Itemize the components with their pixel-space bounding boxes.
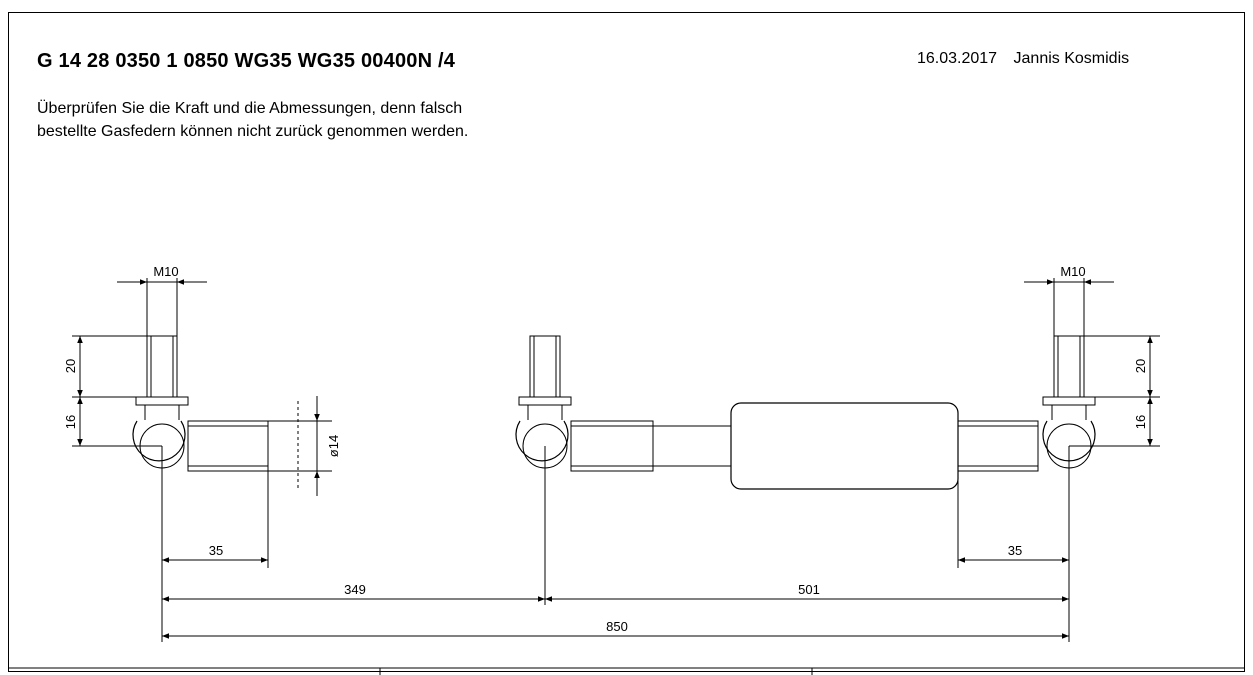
dim-label-socket-right: 35 [1008, 543, 1022, 558]
title-block-stubs [8, 667, 1245, 675]
drawing-date: 16.03.2017 [917, 50, 998, 67]
notice-line-2: bestellte Gasfedern können nicht zurück … [37, 123, 469, 140]
dim-label-stud-20-left: 20 [63, 359, 78, 373]
dim-label-349: 349 [344, 582, 366, 597]
right-end-fitting [1042, 335, 1096, 469]
extension-lines [72, 278, 1160, 642]
dim-label-ball-16-left: 16 [63, 415, 78, 429]
drawing-author: Jannis Kosmidis [1013, 50, 1130, 67]
dim-label-m10-right: M10 [1060, 264, 1085, 279]
dim-label-diameter: ø14 [326, 435, 341, 457]
left-end-fitting [132, 335, 269, 472]
dim-label-socket-left: 35 [209, 543, 223, 558]
drawing-meta: 16.03.2017 Jannis Kosmidis [917, 50, 1141, 68]
part-number-title: G 14 28 0350 1 0850 WG35 WG35 00400N /4 [37, 50, 456, 72]
order-notice: Überprüfen Sie die Kraft und die Abmessu… [37, 97, 557, 143]
dim-label-m10-left: M10 [153, 264, 178, 279]
middle-ball-stud [515, 335, 572, 469]
dim-label-ball-16-right: 16 [1133, 415, 1148, 429]
dim-label-850: 850 [606, 619, 628, 634]
dim-label-501: 501 [798, 582, 820, 597]
notice-line-1: Überprüfen Sie die Kraft und die Abmessu… [37, 100, 463, 117]
drawing-frame [8, 12, 1245, 672]
dim-label-stud-20-right: 20 [1133, 359, 1148, 373]
gas-spring-body [570, 402, 1039, 490]
